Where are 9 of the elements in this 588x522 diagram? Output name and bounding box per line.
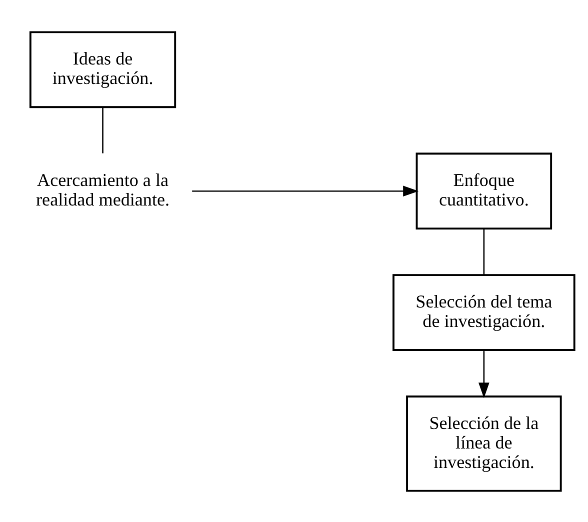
connector (102, 106, 104, 153)
node-box: Selección del tema de investigación. (392, 274, 576, 350)
node-box: Ideas de investigación. (29, 30, 176, 108)
node-text: Acercamiento a la realidad mediante. (36, 170, 170, 210)
node-box: Enfoque cuantitativo. (416, 152, 552, 230)
connector (483, 228, 485, 274)
arrow (192, 185, 419, 196)
node-box: Selección de la línea de investigación. (406, 395, 562, 492)
arrow (478, 350, 490, 398)
